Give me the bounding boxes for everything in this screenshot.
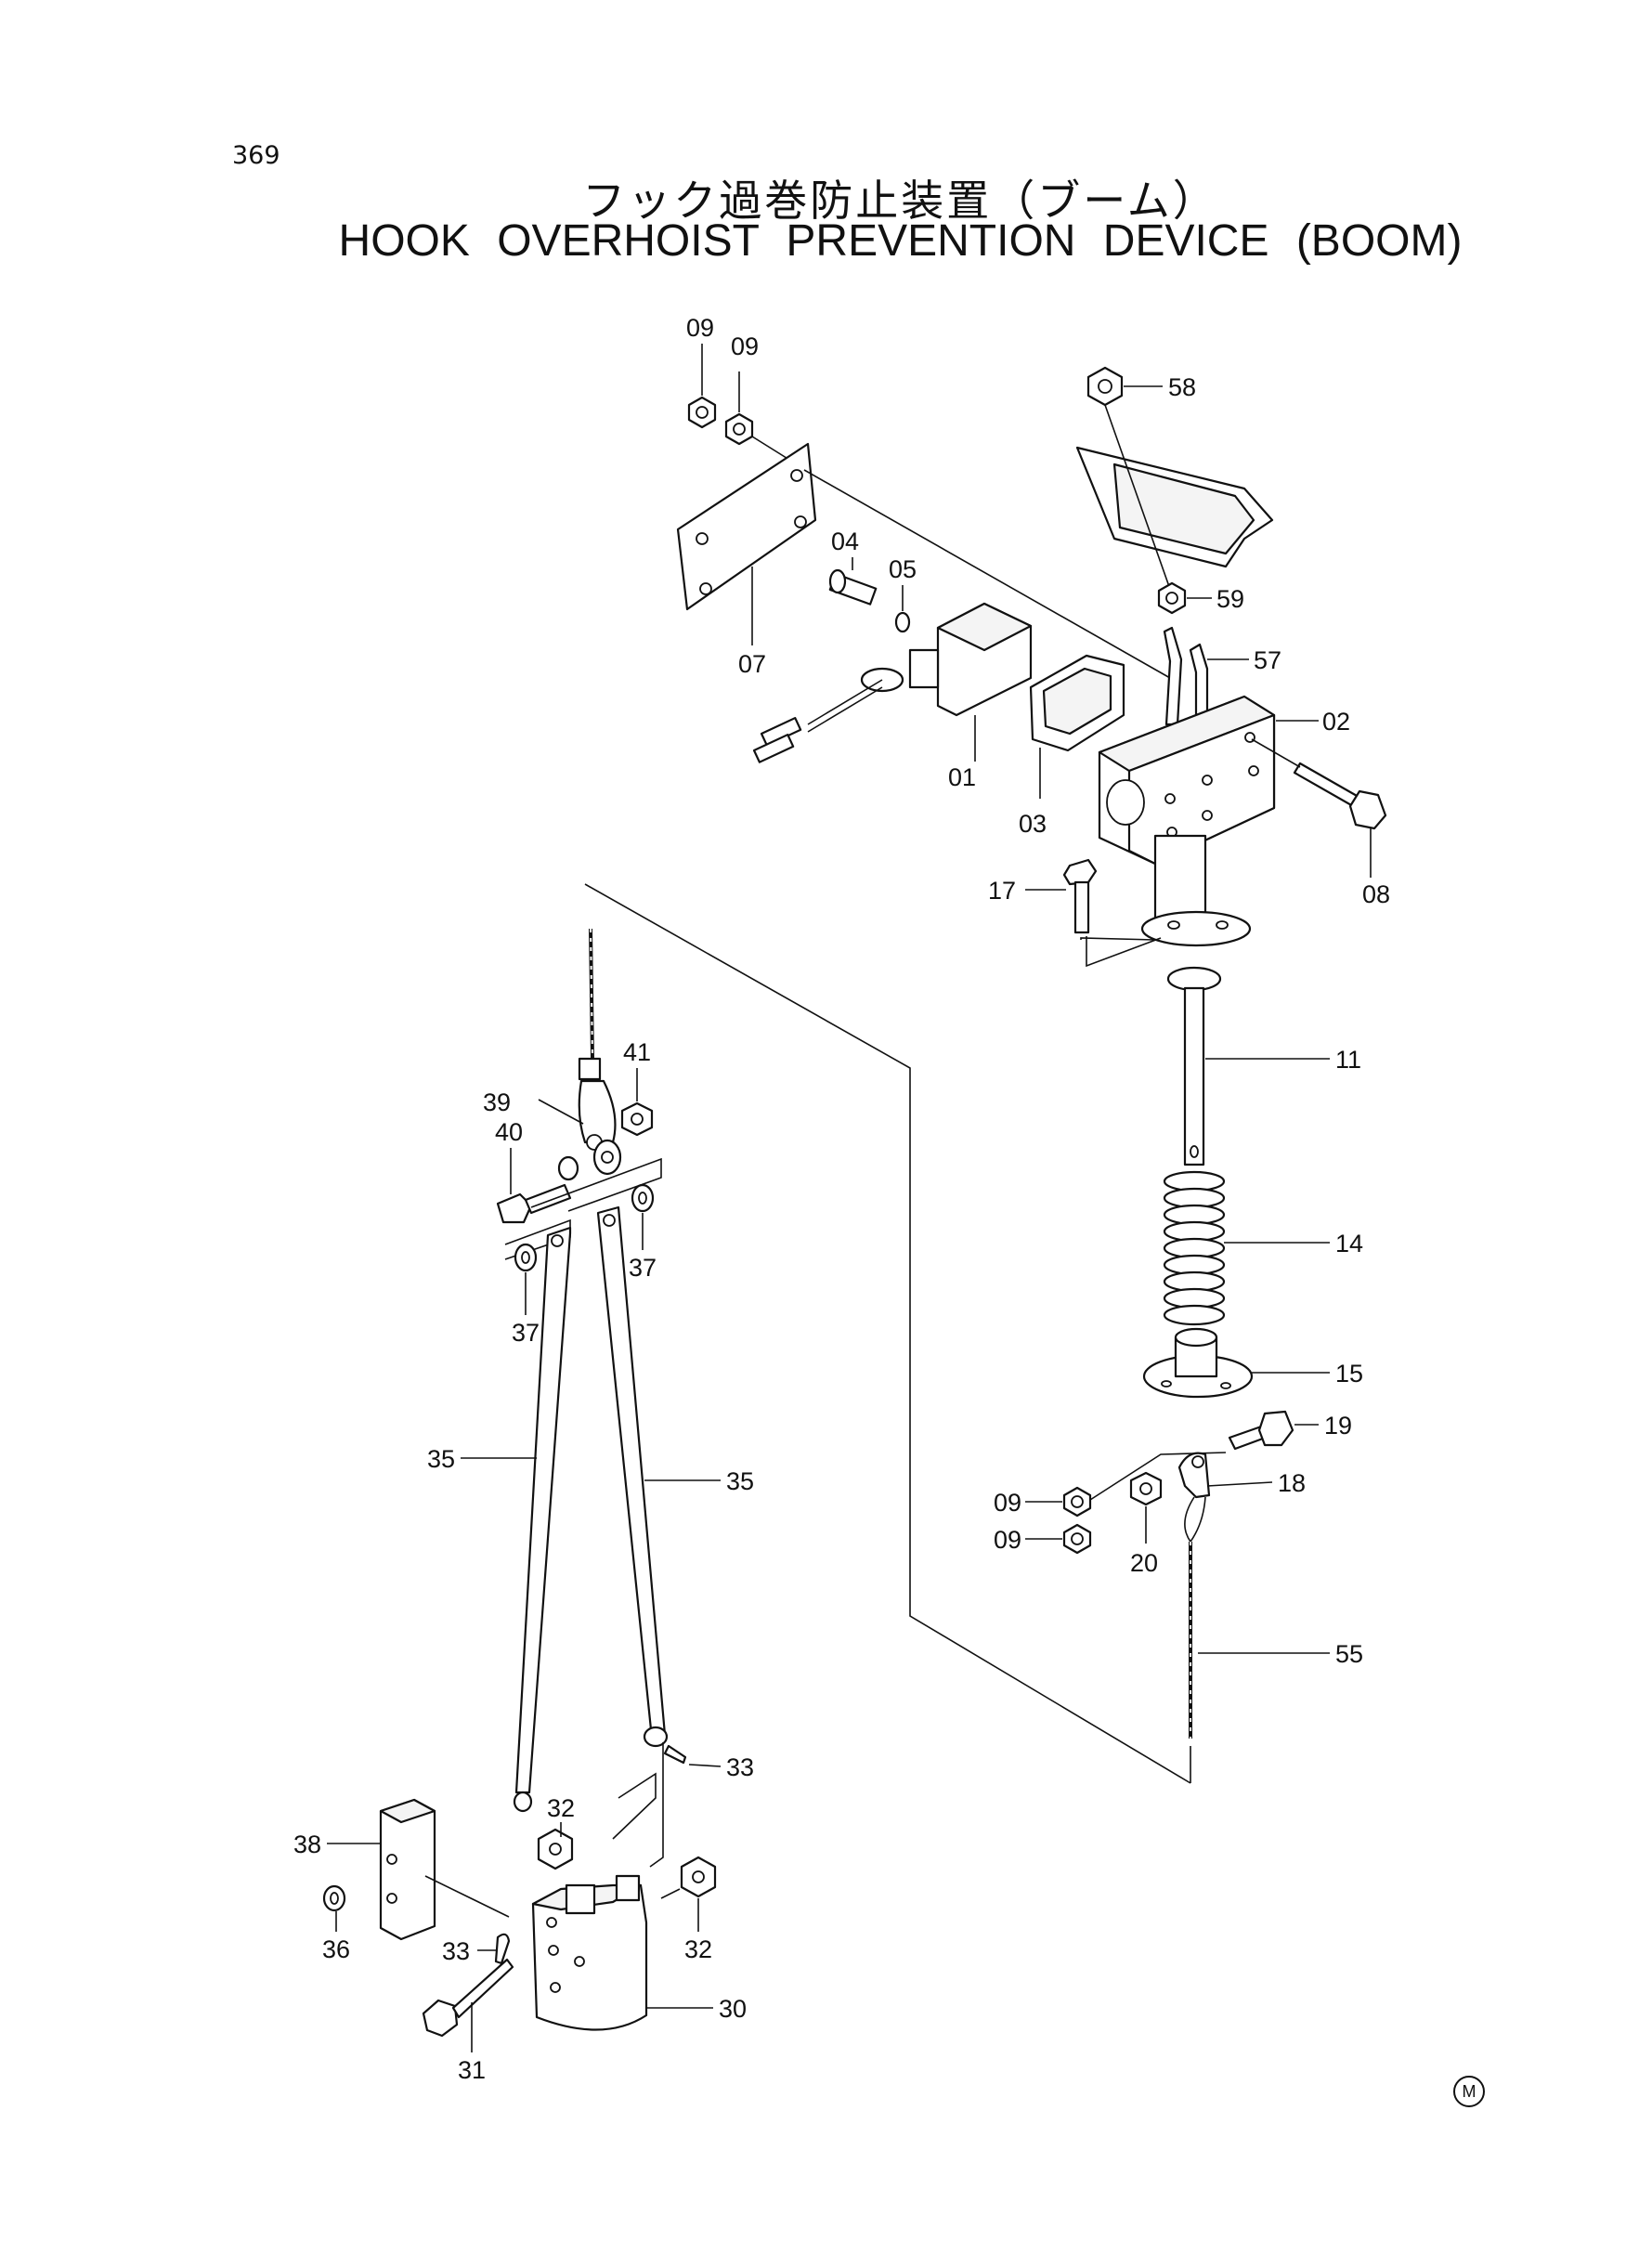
nut-41 xyxy=(620,1101,654,1137)
title-english: HOOK OVERHOIST PREVENTION DEVICE (BOOM) xyxy=(338,216,1463,266)
washer-37-left xyxy=(514,1243,538,1272)
label-19: 19 xyxy=(1324,1412,1352,1440)
label-37-b: 37 xyxy=(512,1319,540,1347)
label-01: 01 xyxy=(948,763,976,791)
label-08: 08 xyxy=(1362,880,1390,908)
wire-rope-upper xyxy=(578,928,602,1081)
label-55: 55 xyxy=(1335,1640,1363,1668)
rod-35-left xyxy=(513,1226,572,1813)
label-59: 59 xyxy=(1216,585,1244,613)
pin-11 xyxy=(1166,966,1222,1166)
label-35-b: 35 xyxy=(726,1467,754,1495)
bolt-17 xyxy=(1062,858,1098,934)
label-39: 39 xyxy=(483,1088,511,1116)
nut-32-right xyxy=(680,1856,717,1898)
label-09-a: 09 xyxy=(686,314,714,342)
label-07: 07 xyxy=(738,650,766,678)
label-33-b: 33 xyxy=(442,1937,470,1965)
label-38: 38 xyxy=(293,1831,321,1858)
limit-switch-01 xyxy=(752,602,1033,763)
label-04: 04 xyxy=(831,528,859,555)
label-11: 11 xyxy=(1335,1046,1361,1074)
plate-07 xyxy=(676,442,817,611)
bolt-19 xyxy=(1228,1410,1294,1451)
cylinder-body-30 xyxy=(531,1874,648,2031)
label-31: 31 xyxy=(458,2056,486,2084)
gasket-03 xyxy=(1029,654,1125,752)
cover-bracket xyxy=(1075,446,1274,568)
label-02: 02 xyxy=(1322,708,1350,736)
castle-nut-32-left xyxy=(537,1828,574,1870)
label-17: 17 xyxy=(988,877,1016,905)
base-plate-15 xyxy=(1142,1327,1254,1399)
label-05: 05 xyxy=(889,555,917,583)
nut-09-top-left xyxy=(687,396,717,429)
cotter-pin-33-lower xyxy=(494,1933,511,1965)
nut-09-lower-1 xyxy=(1062,1486,1092,1518)
nut-20 xyxy=(1129,1471,1163,1506)
bolt-08 xyxy=(1293,762,1387,830)
pin-40 xyxy=(496,1183,572,1224)
label-14: 14 xyxy=(1335,1230,1363,1257)
label-32-b: 32 xyxy=(684,1935,712,1963)
title-japanese: フック過巻防止装置（ブーム） xyxy=(582,176,1218,226)
clevis-39 xyxy=(578,1079,622,1176)
cotter-pin-33-upper xyxy=(663,1744,687,1765)
label-37-a: 37 xyxy=(629,1254,657,1282)
washer-37-right xyxy=(631,1183,655,1213)
page-number: 369 xyxy=(232,141,280,170)
nut-09-top-right xyxy=(724,412,754,446)
label-40: 40 xyxy=(495,1118,523,1146)
label-20: 20 xyxy=(1130,1549,1158,1577)
block-38 xyxy=(379,1798,436,1941)
spring-14 xyxy=(1163,1170,1226,1326)
label-33-a: 33 xyxy=(726,1753,754,1781)
nut-09-lower-2 xyxy=(1062,1523,1092,1555)
label-09-b: 09 xyxy=(731,332,759,360)
rod-35-right xyxy=(596,1205,669,1748)
nut-59 xyxy=(1157,581,1187,615)
label-09-d: 09 xyxy=(994,1526,1021,1554)
label-35-a: 35 xyxy=(427,1445,455,1473)
washer-40 xyxy=(557,1155,579,1181)
label-30: 30 xyxy=(719,1995,747,2023)
label-18: 18 xyxy=(1278,1469,1306,1497)
clevis-18 xyxy=(1177,1452,1211,1544)
label-09-c: 09 xyxy=(994,1489,1021,1517)
bolt-04 xyxy=(828,568,878,606)
label-58: 58 xyxy=(1168,373,1196,401)
label-15: 15 xyxy=(1335,1360,1363,1388)
washer-05 xyxy=(894,611,911,633)
label-57: 57 xyxy=(1254,646,1281,674)
label-36: 36 xyxy=(322,1935,350,1963)
manual-mark-icon: M xyxy=(1453,2076,1485,2107)
nut-58 xyxy=(1086,366,1124,407)
washer-36 xyxy=(322,1884,346,1912)
label-32-a: 32 xyxy=(547,1794,575,1822)
label-41: 41 xyxy=(623,1038,651,1066)
bolt-31 xyxy=(422,1958,514,2038)
label-03: 03 xyxy=(1019,810,1047,838)
mounting-block-02 xyxy=(1098,695,1276,947)
